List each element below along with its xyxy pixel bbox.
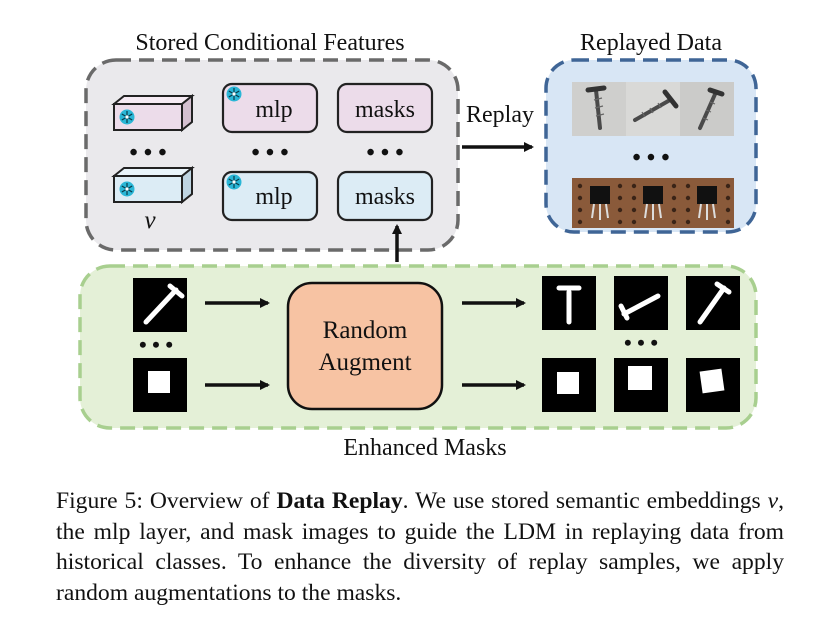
- embedding-bar-blue: [111, 165, 195, 205]
- square-mask-icon: [557, 372, 579, 394]
- screw-mask-icon: [621, 293, 661, 317]
- figure-caption: Figure 5: Overview of Data Replay. We us…: [56, 486, 784, 608]
- screw-photo: [633, 89, 679, 122]
- replay-label: Replay: [466, 102, 534, 128]
- masks-label: masks: [355, 184, 415, 210]
- snowflake-icon: [225, 173, 243, 191]
- embedding-bar-pink: [111, 93, 195, 133]
- mlp-label: mlp: [255, 97, 292, 123]
- caption-text-part2: , the mlp layer, and mask images to guid…: [56, 488, 785, 606]
- screw-photo: [698, 87, 725, 130]
- mlp-label: mlp: [255, 184, 292, 210]
- augmented-screw-mask: [614, 276, 668, 330]
- transistor-photo: [697, 186, 717, 220]
- transistor-photo: [643, 186, 663, 220]
- replayed-transistor-images: [572, 178, 734, 228]
- mlp-box-blue: [221, 170, 319, 222]
- square-mask-icon: [699, 368, 725, 394]
- random-augment-label-line1: Random: [323, 317, 408, 344]
- screw-mask-icon: [143, 287, 179, 325]
- replayed-data-title: Replayed Data: [580, 30, 722, 56]
- caption-variable: v: [767, 488, 779, 514]
- masks-label: masks: [355, 97, 415, 123]
- snowflake-icon: [225, 85, 243, 103]
- input-mask-ellipsis: • • •: [139, 332, 173, 357]
- masks-ellipsis: • • •: [366, 140, 403, 166]
- augmented-square-mask: [614, 358, 668, 412]
- data-replay-diagram: Stored Conditional Features • • • v mlp …: [78, 30, 758, 461]
- snowflake-icon: [118, 108, 136, 126]
- input-screw-mask: [133, 278, 187, 332]
- square-mask-icon: [148, 371, 170, 393]
- embedding-ellipsis: • • •: [129, 140, 166, 166]
- output-mask-ellipsis: • • •: [624, 330, 658, 355]
- stored-features-title: Stored Conditional Features: [135, 30, 404, 56]
- random-augment-label-line2: Augment: [318, 349, 411, 376]
- snowflake-icon: [118, 180, 136, 198]
- embedding-v-label: v: [144, 207, 156, 234]
- caption-bold-term: Data Replay: [276, 488, 403, 514]
- input-square-mask: [133, 358, 187, 412]
- screw-photo: [585, 85, 607, 130]
- augmented-screw-mask: [542, 276, 596, 330]
- random-augment-box: [286, 281, 444, 411]
- augmented-square-mask: [542, 358, 596, 412]
- caption-figure-label: Figure 5:: [56, 488, 143, 514]
- augmented-square-mask: [686, 358, 740, 412]
- masks-box-blue: [336, 170, 434, 222]
- replayed-screw-images: [572, 82, 734, 136]
- screw-mask-icon: [697, 285, 727, 325]
- caption-text-part1: . We use stored semantic embeddings: [402, 488, 768, 514]
- replayed-ellipsis: • • •: [632, 145, 669, 171]
- caption-lead: Overview of: [149, 488, 277, 514]
- mlp-box-pink: [221, 82, 319, 134]
- square-mask-icon: [628, 366, 652, 390]
- masks-box-pink: [336, 82, 434, 134]
- mlp-ellipsis: • • •: [251, 140, 288, 166]
- transistor-photo: [590, 186, 610, 220]
- augmented-screw-mask: [686, 276, 740, 330]
- enhanced-masks-title: Enhanced Masks: [343, 435, 506, 461]
